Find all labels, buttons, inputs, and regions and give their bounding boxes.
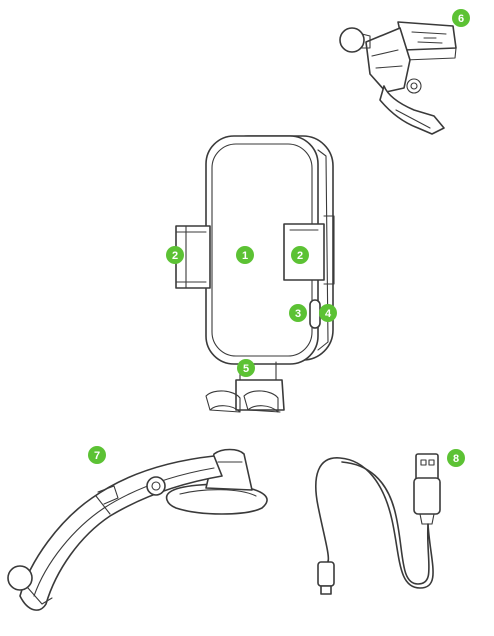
callout-badges: 1 2 2 3 4 5 6 7 8 bbox=[88, 9, 470, 467]
callout-circle bbox=[291, 246, 309, 264]
callout-badge-right-side-arm: 2 bbox=[291, 246, 309, 264]
callout-badge-side-button: 3 bbox=[289, 304, 307, 322]
phone-holder bbox=[175, 135, 335, 413]
callout-number: 2 bbox=[297, 250, 303, 262]
callout-badge-air-vent-clip: 6 bbox=[452, 9, 470, 27]
callout-circle bbox=[319, 304, 337, 322]
air-vent-clip bbox=[339, 21, 457, 135]
dashboard-suction-arm bbox=[7, 448, 268, 611]
callout-circle bbox=[236, 246, 254, 264]
callout-number: 5 bbox=[243, 363, 249, 375]
callout-circle bbox=[452, 9, 470, 27]
callout-circle bbox=[166, 246, 184, 264]
callout-badge-left-side-arm: 2 bbox=[166, 246, 184, 264]
callout-number: 1 bbox=[242, 250, 248, 262]
callout-number: 3 bbox=[295, 308, 301, 320]
callout-number: 7 bbox=[94, 450, 100, 462]
callout-circle bbox=[237, 359, 255, 377]
callout-circle bbox=[289, 304, 307, 322]
callout-badge-usb-cable: 8 bbox=[447, 449, 465, 467]
callout-number: 6 bbox=[458, 13, 464, 25]
usb-cable bbox=[315, 453, 441, 595]
callout-badge-dashboard-suction-arm: 7 bbox=[88, 446, 106, 464]
callout-circle bbox=[88, 446, 106, 464]
callout-number: 2 bbox=[172, 250, 178, 262]
callout-badge-phone-holder-body: 1 bbox=[236, 246, 254, 264]
callout-number: 4 bbox=[325, 308, 332, 320]
callout-number: 8 bbox=[453, 453, 459, 465]
callout-circle bbox=[447, 449, 465, 467]
callout-badge-side-button: 4 bbox=[319, 304, 337, 322]
callout-badge-bottom-support-feet: 5 bbox=[237, 359, 255, 377]
